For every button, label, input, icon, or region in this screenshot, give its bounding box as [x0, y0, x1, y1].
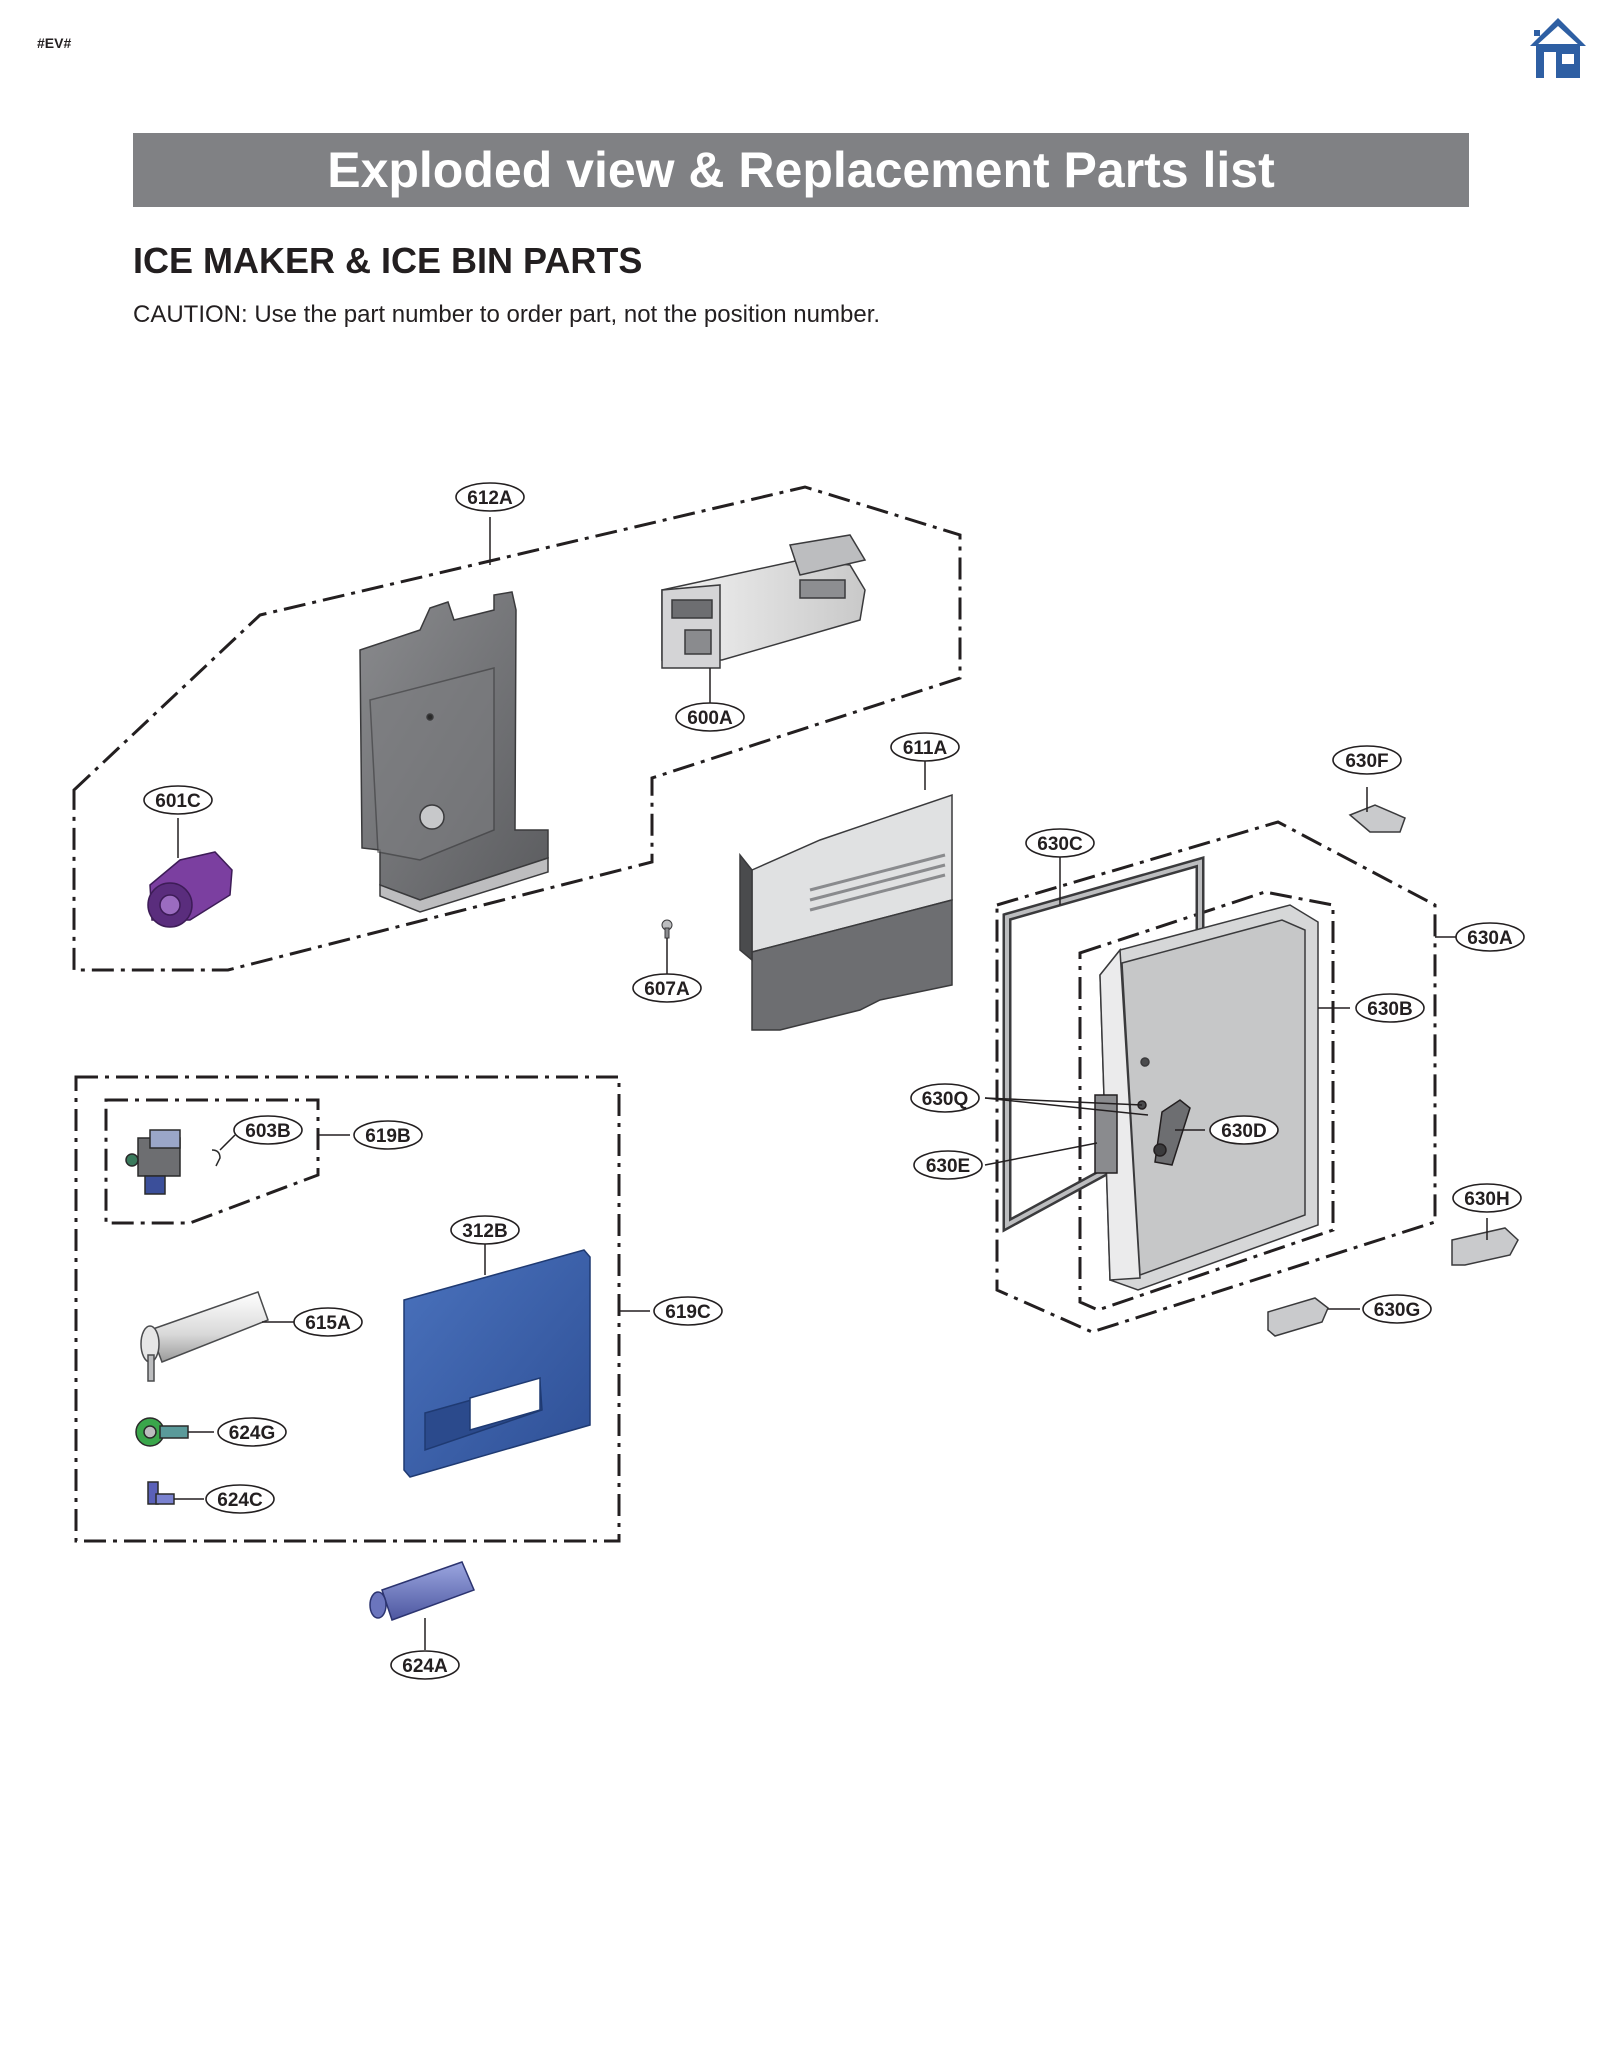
callout-label: 630E [926, 1156, 970, 1177]
callout-label: 607A [644, 979, 690, 1000]
callout-630f[interactable]: 630F [1332, 745, 1402, 775]
screw-part [661, 919, 673, 939]
callout-label: 630A [1467, 928, 1513, 949]
callout-label: 312B [462, 1221, 507, 1242]
water-valve-part [125, 1129, 221, 1195]
callout-label: 630D [1221, 1121, 1266, 1142]
callout-label: 612A [467, 488, 513, 509]
callout-label: 603B [245, 1121, 290, 1142]
door-handle-part [1153, 1099, 1191, 1166]
callout-label: 615A [305, 1313, 351, 1334]
callout-630h[interactable]: 630H [1452, 1183, 1522, 1213]
elbow-fitting-part [147, 1481, 175, 1505]
callout-615a[interactable]: 615A [293, 1307, 363, 1337]
callout-label: 619B [365, 1126, 410, 1147]
water-cover-part [403, 1249, 591, 1478]
caution-note: CAUTION: Use the part number to order pa… [133, 301, 881, 328]
callout-600a[interactable]: 600A [675, 702, 745, 732]
valve-subgroup-boundary [104, 1098, 320, 1225]
callout-619b[interactable]: 619B [353, 1120, 423, 1150]
callout-label: 630H [1464, 1189, 1509, 1210]
door-panel-subgroup-boundary [1078, 890, 1335, 1312]
callout-624c[interactable]: 624C [205, 1484, 275, 1514]
callout-630g[interactable]: 630G [1362, 1294, 1432, 1324]
ice-maker-assembly-part [661, 534, 867, 669]
green-fitting-part [135, 1417, 189, 1447]
callout-630q[interactable]: 630Q [910, 1083, 980, 1113]
callout-607a[interactable]: 607A [632, 973, 702, 1003]
callout-label: 600A [687, 708, 733, 729]
ice-maker-motor-part [147, 851, 233, 928]
callout-630c[interactable]: 630C [1025, 828, 1095, 858]
callout-603b[interactable]: 603B [233, 1115, 303, 1145]
callout-label: 611A [903, 738, 948, 759]
ice-bin-door-group-boundary [995, 820, 1437, 1334]
section-title: ICE MAKER & ICE BIN PARTS [133, 240, 643, 281]
callout-624g[interactable]: 624G [217, 1417, 287, 1447]
ice-maker-group-boundary [72, 485, 962, 972]
callout-label: 624G [229, 1423, 275, 1444]
leader-lines [174, 517, 1488, 1650]
callout-312b[interactable]: 312B [450, 1215, 520, 1245]
door-bracket-part [1267, 1297, 1329, 1337]
exploded-view-diagram: 612A 600A 611A 630F 601C 630C 630A 607A 630B 630Q… [72, 482, 1525, 1680]
callout-630a[interactable]: 630A [1455, 922, 1525, 952]
callout-label: 619C [665, 1302, 711, 1323]
page-banner-title: Exploded view & Replacement Parts list [133, 133, 1469, 207]
filter-bypass-part [369, 1561, 476, 1621]
water-system-group-boundary [74, 1075, 621, 1543]
callout-label: 630F [1345, 751, 1388, 772]
door-hinge-part [1094, 1094, 1147, 1174]
callout-label: 624C [217, 1490, 263, 1511]
callout-630b[interactable]: 630B [1355, 993, 1425, 1023]
callout-624a[interactable]: 624A [390, 1650, 460, 1680]
home-icon[interactable] [1530, 16, 1586, 80]
callout-612a[interactable]: 612A [455, 482, 525, 512]
callout-630e[interactable]: 630E [913, 1150, 983, 1180]
ice-maker-bracket-part [359, 591, 549, 913]
document-code-tag: #EV# [37, 35, 72, 51]
callout-611a[interactable]: 611A [890, 732, 960, 762]
callout-label: 630C [1037, 834, 1083, 855]
callout-label: 624A [402, 1656, 448, 1677]
ice-guide-part [739, 793, 953, 1031]
ice-bin-door-part [1099, 904, 1319, 1291]
water-filter-part [140, 1291, 269, 1382]
callout-label: 630Q [922, 1089, 968, 1110]
callout-601c[interactable]: 601C [143, 785, 213, 815]
callout-label: 601C [155, 791, 201, 812]
callout-label: 630G [1374, 1300, 1420, 1321]
door-clip-right-part [1451, 1227, 1519, 1266]
callout-630d[interactable]: 630D [1209, 1115, 1279, 1145]
door-clip-top-part [1348, 804, 1406, 833]
callout-619c[interactable]: 619C [653, 1296, 723, 1326]
callout-label: 630B [1367, 999, 1412, 1020]
